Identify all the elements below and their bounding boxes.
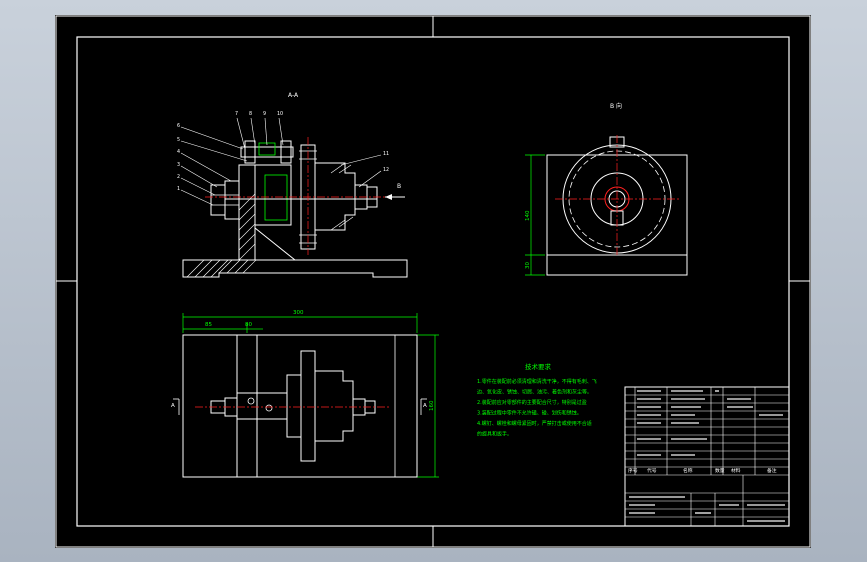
plan-hub-left xyxy=(286,374,302,438)
sheet-border xyxy=(55,15,811,548)
view-arrow-head xyxy=(385,194,392,200)
title-block-header: 序号 xyxy=(628,467,638,474)
tech-note-line: 1.零件在装配前必须清理和清洗干净，不得有毛刺、飞 xyxy=(477,378,597,385)
plan-support xyxy=(236,334,258,478)
cad-drawing: A-A xyxy=(55,15,811,548)
tech-notes-title: 技术要求 xyxy=(525,362,552,371)
balloon-label: 11 xyxy=(383,151,389,157)
balloon-label: 2 xyxy=(177,174,180,180)
view-arrow-label: B xyxy=(397,183,401,190)
left-nut-a xyxy=(210,184,226,216)
title-block-frame xyxy=(624,386,790,527)
plan-dimensions xyxy=(182,313,439,478)
base-plate xyxy=(182,259,408,278)
plan-left-dim: 85 xyxy=(205,322,212,328)
clamp-body xyxy=(254,164,292,226)
leaders xyxy=(180,117,382,206)
balloon-label: 10 xyxy=(277,111,283,117)
section-view: A-A xyxy=(177,92,408,278)
balloon-label: 8 xyxy=(249,111,252,117)
plan-view: 300 85 80 160 A A xyxy=(171,310,439,478)
balloon-label: 3 xyxy=(177,162,180,168)
plan-base xyxy=(182,334,418,478)
tech-note-line: 的旋具和扳手。 xyxy=(477,431,512,438)
flange-housing xyxy=(314,162,356,231)
tech-note-line: 4.螺钉、螺栓和螺母紧固时，严禁打击或使用不合适 xyxy=(477,420,592,427)
centering-marks xyxy=(56,16,810,547)
plan-flange xyxy=(314,370,354,442)
clamp-nut-left xyxy=(244,140,256,164)
side-view: B 向 140 30 xyxy=(525,102,688,276)
plan-bolt-b xyxy=(265,404,273,412)
plan-bolt-a xyxy=(247,397,255,405)
bushing xyxy=(264,174,288,221)
balloon-label: 4 xyxy=(177,149,180,155)
rib xyxy=(254,227,296,261)
base-hatch xyxy=(186,259,257,278)
title-block-header: 名称 xyxy=(683,467,693,474)
section-label: A-A xyxy=(288,92,299,99)
title-block-headers: 序号 代号 名称 数量材料 备注 xyxy=(628,467,777,474)
title-block-header: 代号 xyxy=(647,467,657,474)
support-plate xyxy=(238,164,256,261)
tech-note-line: 3.装配过程中零件不允许磕、碰、划伤和锈蚀。 xyxy=(477,410,582,417)
title-block-grid xyxy=(625,387,789,526)
clamp-nut-right xyxy=(280,140,292,164)
side-view-label: B 向 xyxy=(610,102,622,110)
balloon-label: 12 xyxy=(383,167,389,173)
balloon-label: 1 xyxy=(177,186,180,192)
title-block-header: 材料 xyxy=(731,467,741,474)
tech-notes-lines: 1.零件在装配前必须清理和清洗干净，不得有毛刺、飞边、氧化皮、锈蚀、切屑、油污、… xyxy=(477,378,597,438)
balloon-label: 6 xyxy=(177,123,180,129)
plan-gear xyxy=(300,350,316,462)
technical-notes: 技术要求 1.零件在装配前必须清理和清洗干净，不得有毛刺、飞边、氧化皮、锈蚀、切… xyxy=(477,362,597,438)
side-height-dim: 140 xyxy=(525,210,531,221)
balloon-label: 9 xyxy=(263,111,266,117)
support-hatch xyxy=(238,193,256,261)
tech-note-line: 边、氧化皮、锈蚀、切屑、油污、着色剂和灰尘等。 xyxy=(477,389,592,396)
left-nut-b xyxy=(224,180,240,220)
plan-height-dim: 160 xyxy=(429,400,435,411)
section-marks xyxy=(173,398,427,415)
plan-mid-dim: 80 xyxy=(245,322,252,328)
drawing-frame xyxy=(76,36,790,527)
side-base xyxy=(546,254,688,276)
tech-note-line: 2.装配前应对零部件的主要配合尺寸，特别是过盈 xyxy=(477,399,587,406)
plan-width-dim: 300 xyxy=(293,310,304,316)
side-dimensions xyxy=(525,154,545,276)
side-base-dim: 30 xyxy=(525,262,531,269)
title-block: 序号 代号 名称 数量材料 备注 xyxy=(624,386,790,527)
plan-right-slot xyxy=(394,334,418,478)
drawing-canvas: A-A xyxy=(55,15,811,548)
title-block-entries xyxy=(629,390,785,522)
plan-clamp xyxy=(236,392,288,420)
clamp-bar xyxy=(240,146,294,158)
plan-section-label-left: A xyxy=(171,403,175,409)
balloon-label: 7 xyxy=(235,111,238,117)
balloon-label: 5 xyxy=(177,137,180,143)
title-block-header: 数量 xyxy=(715,467,725,474)
title-block-header: 备注 xyxy=(767,467,777,474)
plan-section-label-right: A xyxy=(423,403,427,409)
